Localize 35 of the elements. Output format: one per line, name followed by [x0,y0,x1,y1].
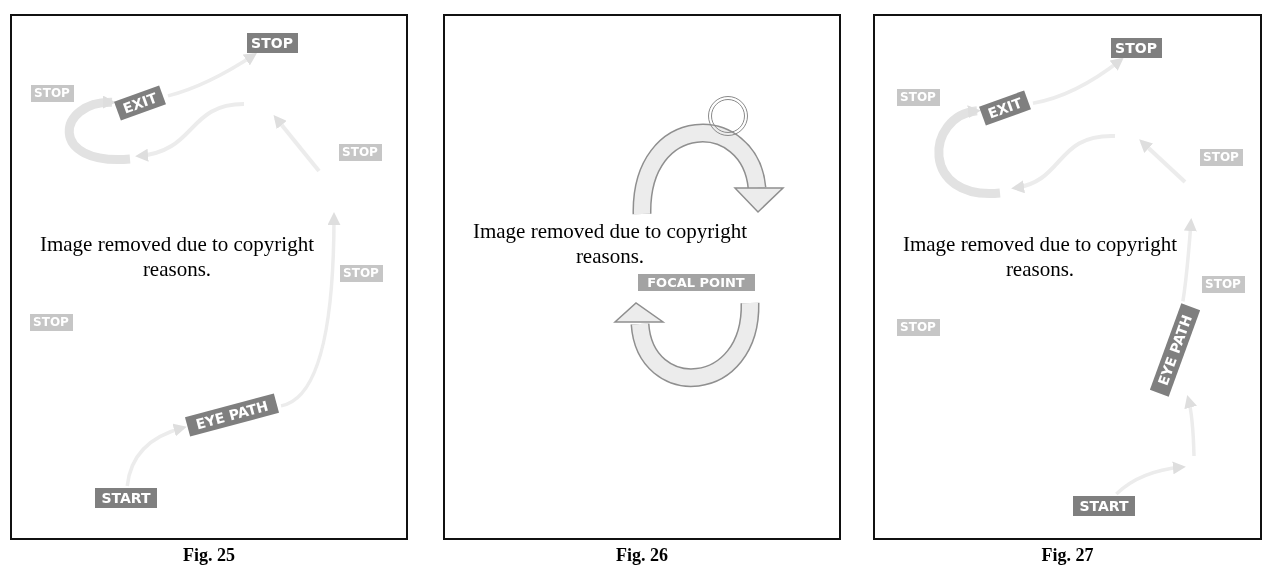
path-label: STOP [339,264,383,282]
path-label: STOP [1201,275,1245,293]
notice-text: Image removed due to copyright reasons. [901,232,1179,282]
path-label: START [95,488,157,508]
path-label: EXIT [979,90,1031,126]
notice-text: Image removed due to copyright reasons. [38,232,316,282]
arrow [65,96,131,164]
figure-caption: Fig. 25 [182,545,236,566]
figure-caption: Fig. 26 [615,545,669,566]
path-label: EXIT [114,85,166,121]
path-label: START [1073,496,1135,516]
arrow [125,424,187,487]
arrow [1032,57,1124,105]
figure-panel [443,14,841,540]
path-label: STOP [896,318,940,336]
path-label: FOCAL POINT [637,273,755,291]
figure-panel [873,14,1262,540]
arrow [280,212,341,408]
path-label: STOP [29,313,73,331]
arrow [167,52,258,98]
path-label: EYE PATH [1149,303,1201,397]
path-label: STOP [1110,38,1162,58]
arrow [934,106,1001,198]
path-label: STOP [338,143,382,161]
path-label: STOP [30,84,74,102]
path-label: STOP [1199,148,1243,166]
figure-panel [10,14,408,540]
path-label: EYE PATH [185,393,279,437]
arrow [1184,394,1197,457]
path-label: STOP [896,88,940,106]
figure-caption: Fig. 27 [1040,545,1095,566]
path-label: STOP [246,33,298,53]
arrow [1181,218,1197,302]
notice-text: Image removed due to copyright reasons. [471,219,749,269]
arrow [1115,461,1186,496]
